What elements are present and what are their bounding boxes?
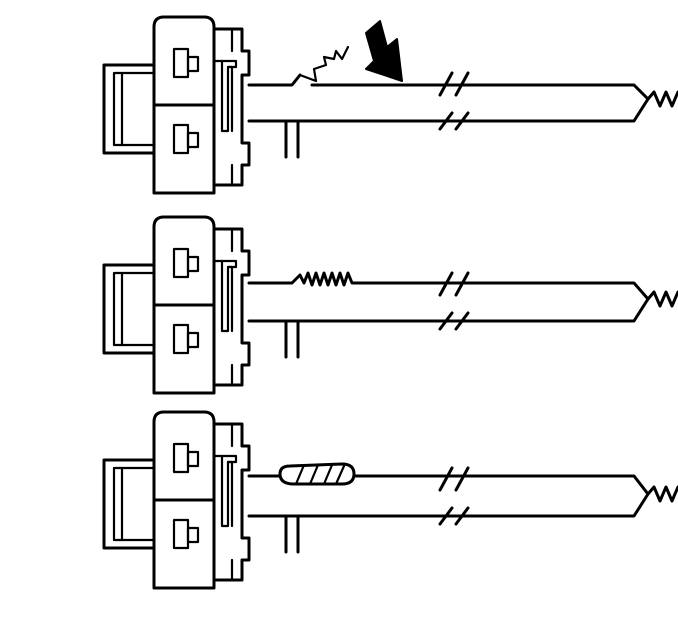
panel-middle bbox=[102, 215, 678, 395]
upper-wire-top bbox=[247, 45, 650, 101]
connector-assembly-middle bbox=[102, 215, 678, 395]
upper-wire-middle bbox=[247, 271, 650, 301]
panel-top bbox=[102, 15, 678, 195]
upper-wire-bottom bbox=[247, 462, 650, 496]
panel-bottom bbox=[102, 410, 678, 590]
connector-assembly-bottom bbox=[102, 410, 678, 590]
arrow-indicator bbox=[365, 20, 403, 82]
